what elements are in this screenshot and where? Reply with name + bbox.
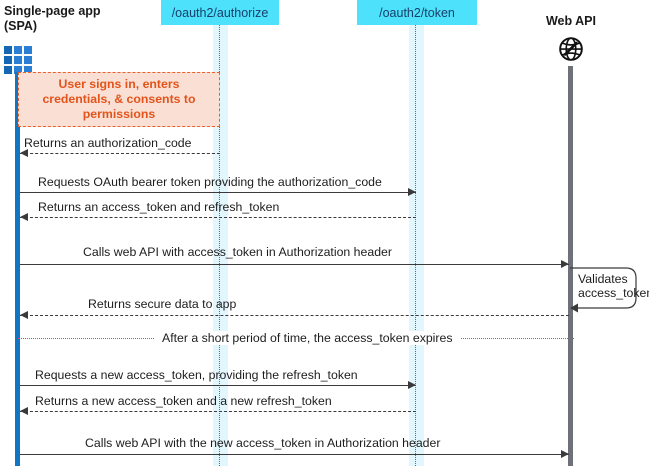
message-arrow-calls-web-api-new-token — [20, 454, 569, 455]
message-arrow-requests-new-access-token — [20, 385, 416, 386]
lifeline-webapi — [568, 66, 573, 466]
arrowhead-right-m4 — [561, 259, 569, 268]
lifeline-authorize — [219, 25, 220, 466]
arrowhead-right-m2 — [408, 187, 416, 196]
divider-label-token-expiry: After a short period of time, the access… — [155, 331, 460, 345]
self-call-label-validates-access-token: Validates access_token — [578, 272, 649, 300]
participant-header-token[interactable]: /oauth2/token — [357, 0, 477, 25]
arrowhead-left-m3 — [20, 212, 28, 221]
self-call-loop-validates-access-token — [570, 267, 637, 313]
lifeline-token — [415, 25, 416, 466]
message-arrow-returns-new-tokens — [20, 411, 416, 412]
arrowhead-right-m8 — [561, 449, 569, 458]
arrowhead-left-m7 — [20, 406, 28, 415]
message-label-requests-new-access-token: Requests a new access_token, providing t… — [35, 368, 358, 382]
message-label-returns-secure-data: Returns secure data to app — [88, 297, 237, 311]
message-label-returns-authorization-code: Returns an authorization_code — [24, 136, 192, 150]
message-label-calls-web-api-new-token: Calls web API with the new access_token … — [85, 436, 441, 450]
message-label-returns-access-refresh-token: Returns an access_token and refresh_toke… — [38, 200, 280, 214]
message-label-requests-bearer-token: Requests OAuth bearer token providing th… — [38, 175, 382, 189]
lifeline-band-authorize — [213, 25, 228, 466]
app-grid-icon — [4, 46, 32, 74]
lifeline-spa — [15, 72, 20, 466]
message-arrow-calls-web-api — [20, 264, 569, 265]
message-arrow-returns-authorization-code — [20, 153, 220, 154]
participant-label-webapi: Web API — [545, 14, 596, 28]
note-text: User signs in, enters credentials, & con… — [42, 77, 196, 121]
message-arrow-requests-bearer-token — [20, 192, 416, 193]
arrowhead-right-m6 — [408, 380, 416, 389]
message-arrow-returns-access-refresh-token — [20, 217, 416, 218]
participant-label-authorize: /oauth2/authorize — [171, 5, 269, 20]
globe-icon — [558, 36, 584, 67]
participant-label-token: /oauth2/token — [379, 5, 455, 20]
message-label-calls-web-api: Calls web API with access_token in Autho… — [83, 245, 392, 259]
participant-header-authorize[interactable]: /oauth2/authorize — [161, 0, 279, 25]
arrowhead-left-m1 — [20, 148, 28, 157]
arrowhead-left-m5 — [20, 310, 28, 319]
message-label-returns-new-tokens: Returns a new access_token and a new ref… — [35, 394, 332, 408]
lifeline-band-token — [409, 25, 424, 466]
note-user-signin: User signs in, enters credentials, & con… — [18, 72, 220, 127]
participant-label-spa: Single-page app (SPA) — [4, 4, 101, 33]
message-arrow-returns-secure-data — [20, 315, 569, 316]
